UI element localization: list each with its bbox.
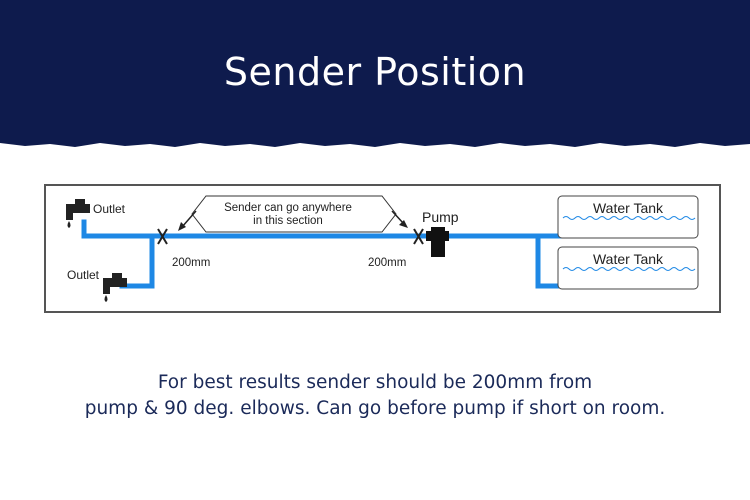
water-tank-bottom: Water Tank: [557, 246, 699, 290]
banner-background: [0, 0, 750, 147]
callout-line1: Sender can go anywhere: [224, 202, 352, 214]
distance-left-label: 200mm: [172, 257, 210, 269]
pump-label: Pump: [422, 209, 459, 225]
sender-mark-left-icon: [157, 228, 168, 245]
page-title: Sender Position: [223, 50, 527, 94]
tank-top-label: Water Tank: [593, 200, 664, 216]
outlet-top-label: Outlet: [93, 202, 126, 216]
branch-pipe-bottom-outlet: [119, 233, 155, 289]
outlet-bottom-tap-icon: [103, 273, 127, 302]
pump-icon: [426, 227, 449, 257]
sender-mark-right-icon: [413, 228, 424, 245]
sender-range-callout: Sender can go anywhere in this section: [178, 195, 408, 233]
branch-pipe-bottom-tank: [535, 233, 563, 289]
outlet-top-tap-icon: [66, 199, 90, 228]
tank-bottom-label: Water Tank: [593, 251, 664, 267]
callout-line2: in this section: [253, 215, 323, 227]
pipe-network: [81, 219, 563, 289]
outlet-bottom-label: Outlet: [67, 268, 100, 282]
caption-line2: pump & 90 deg. elbows. Can go before pum…: [84, 398, 666, 419]
water-tank-top: Water Tank: [557, 195, 699, 239]
main-pipe: [81, 219, 541, 239]
header-banner: Sender Position: [0, 0, 750, 150]
distance-right-label: 200mm: [368, 257, 406, 269]
caption-line1: For best results sender should be 200mm …: [157, 372, 593, 393]
